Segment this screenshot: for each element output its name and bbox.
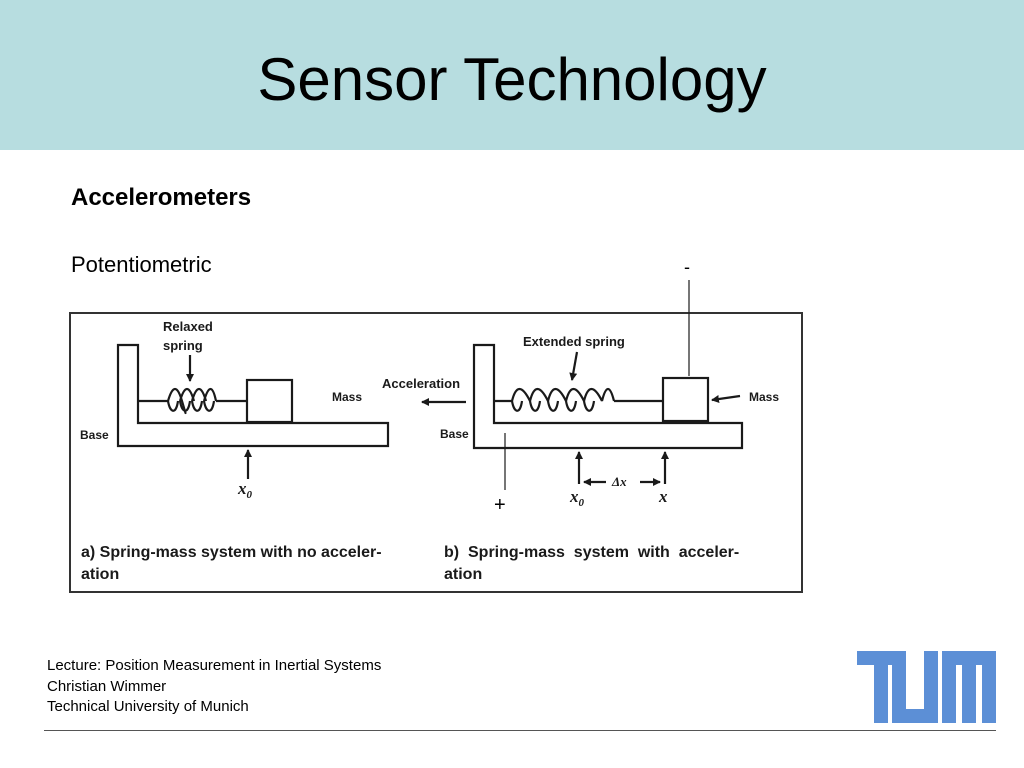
panel-b-x0-label: x0 <box>569 487 585 509</box>
panel-a-x0-label: x0 <box>237 479 253 501</box>
panel-b-caption-1: b) Spring-mass system with acceler- <box>444 544 739 561</box>
panel-a-relaxed-label-2: spring <box>163 338 203 353</box>
panel-b <box>421 343 744 486</box>
panel-b-base <box>472 343 744 450</box>
panel-b-caption-2: ation <box>444 566 482 583</box>
slide-title: Sensor Technology <box>257 46 767 113</box>
panel-b-base-label: Base <box>440 427 469 441</box>
title-band <box>0 0 1024 150</box>
panel-b-mass-block <box>661 376 710 423</box>
panel-b-mass-label: Mass <box>749 390 779 404</box>
section-subheading: Potentiometric <box>71 252 212 277</box>
footer-divider <box>44 730 996 731</box>
panel-a-spring <box>166 387 218 415</box>
tum-logo <box>857 651 996 723</box>
panel-a-base <box>116 343 390 448</box>
footer: Lecture: Position Measurement in Inertia… <box>47 656 381 718</box>
panel-b-spring <box>510 387 616 402</box>
panel-a-caption-2: ation <box>81 566 119 583</box>
panel-b-acceleration-label: Acceleration <box>382 376 460 391</box>
footer-university: Technical University of Munich <box>47 698 249 715</box>
panel-a-mass-label: Mass <box>332 390 362 404</box>
panel-a-mass-block <box>245 378 294 424</box>
polarity-plus-label: + <box>494 494 506 516</box>
panel-b-x-label: x <box>658 487 668 506</box>
polarity-minus-label: - <box>684 257 690 277</box>
section-heading: Accelerometers <box>71 184 252 211</box>
panel-b-mass-pointer <box>711 394 741 403</box>
panel-a-caption-1: a) Spring-mass system with no acceler- <box>81 544 382 561</box>
panel-b-extended-label: Extended spring <box>523 334 625 349</box>
panel-a <box>116 343 390 479</box>
panel-a-relaxed-label-1: Relaxed <box>163 319 213 334</box>
panel-b-delta-x-label: Δx <box>611 474 627 489</box>
footer-author: Christian Wimmer <box>47 677 167 695</box>
panel-b-spring-pointer <box>569 351 579 381</box>
figure-frame <box>69 312 803 593</box>
footer-lecture: Lecture: Position Measurement in Inertia… <box>47 657 382 674</box>
panel-a-base-label: Base <box>80 428 109 442</box>
